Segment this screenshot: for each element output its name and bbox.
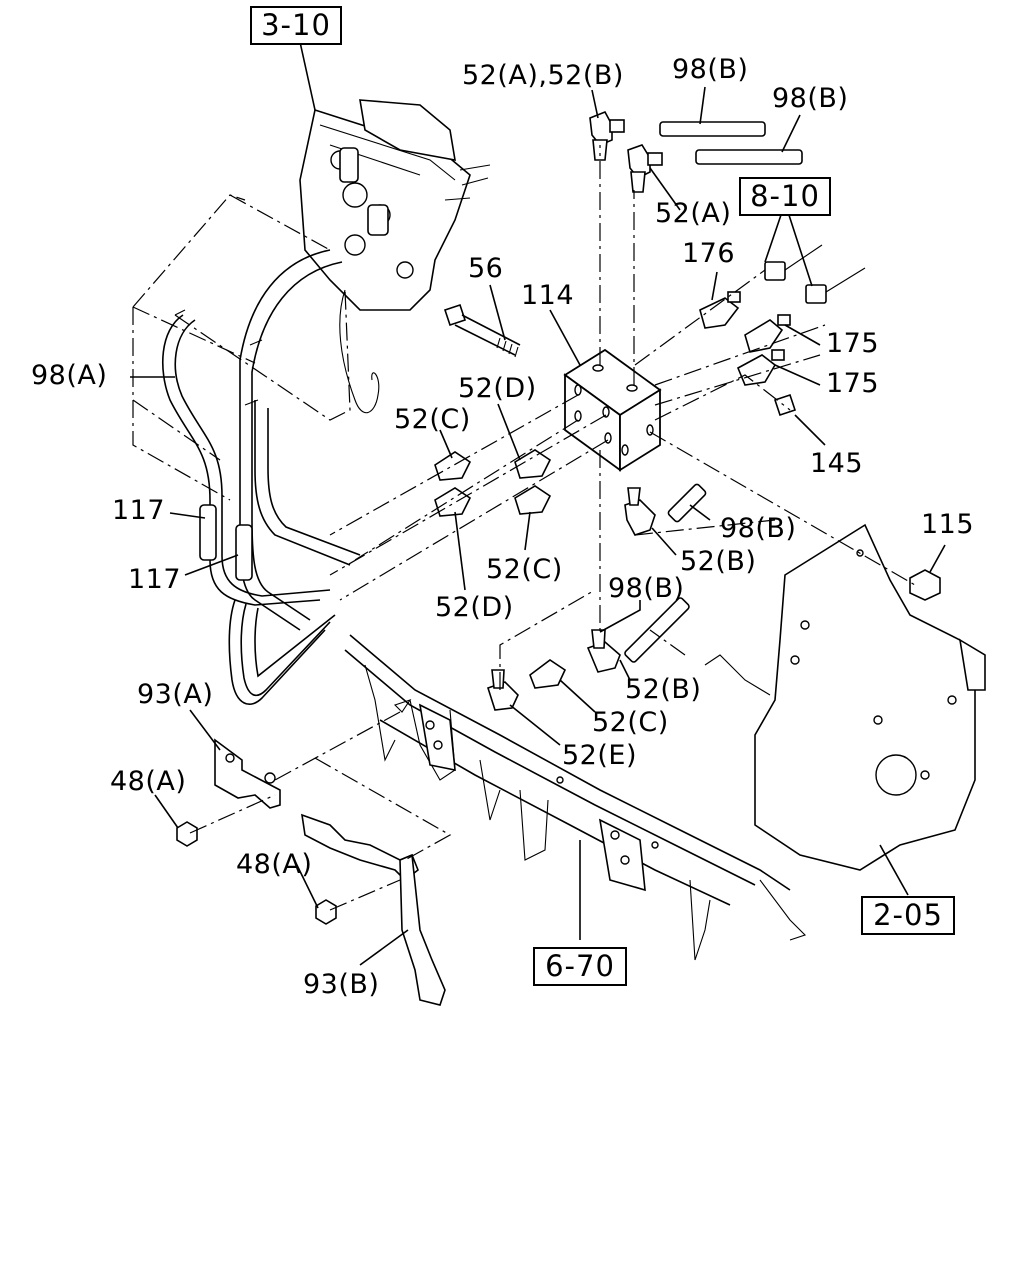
svg-text:6-70: 6-70 [545, 949, 615, 983]
projection-lines [132, 145, 916, 911]
ref-box-2-05: 2-05 [861, 896, 955, 935]
label-52c-2: 52(C) [486, 554, 563, 585]
ref-box-3-10: 3-10 [250, 6, 342, 45]
bolt-56 [443, 303, 521, 358]
part-labels: 52(A),52(B) 98(B) 98(B) 52(A) 176 56 114… [31, 54, 974, 1000]
label-52ab: 52(A),52(B) [462, 60, 624, 91]
leader-lines [130, 41, 946, 966]
ref-box-8-10: 8-10 [739, 177, 831, 216]
bracket-93b [301, 813, 446, 1006]
label-52c-3: 52(C) [592, 707, 669, 738]
frame-crossmember [344, 634, 807, 961]
label-98b-2: 98(B) [772, 83, 848, 114]
label-52b-1: 52(B) [680, 546, 756, 577]
label-98a: 98(A) [31, 360, 107, 391]
distribution-block [563, 348, 662, 472]
label-52d-1: 52(D) [458, 373, 537, 404]
label-98b-3: 98(B) [720, 513, 796, 544]
label-52e: 52(E) [562, 740, 637, 771]
label-117-1: 117 [112, 495, 165, 526]
nut-115 [909, 569, 941, 601]
label-56: 56 [468, 253, 503, 284]
label-52c-1: 52(C) [394, 404, 471, 435]
svg-text:2-05: 2-05 [873, 898, 943, 932]
label-114: 114 [521, 280, 574, 311]
ref-box-6-70: 6-70 [533, 947, 627, 986]
label-117-2: 117 [128, 564, 181, 595]
valve-assembly [299, 99, 491, 414]
label-115: 115 [921, 509, 974, 540]
label-93b: 93(B) [303, 969, 379, 1000]
left-fittings [434, 449, 552, 517]
svg-text:8-10: 8-10 [750, 179, 820, 213]
lower-fittings [487, 483, 707, 711]
label-48a-2: 48(A) [236, 849, 312, 880]
sensor-fittings [699, 244, 866, 417]
label-176: 176 [682, 238, 735, 269]
label-52b-2: 52(B) [625, 674, 701, 705]
label-98b-4: 98(B) [608, 573, 684, 604]
label-52a: 52(A) [655, 198, 731, 229]
bracket-93a [176, 698, 412, 847]
pipe-bundle [161, 249, 361, 705]
label-48a-1: 48(A) [110, 766, 186, 797]
label-175-2: 175 [826, 368, 879, 399]
label-145: 145 [810, 448, 863, 479]
label-52d-2: 52(D) [435, 592, 514, 623]
bracket-plate [704, 523, 986, 871]
svg-text:3-10: 3-10 [261, 8, 331, 42]
label-175-1: 175 [826, 328, 879, 359]
label-98b-1: 98(B) [672, 54, 748, 85]
elbow-fittings-top [589, 110, 803, 193]
label-93a: 93(A) [137, 679, 213, 710]
